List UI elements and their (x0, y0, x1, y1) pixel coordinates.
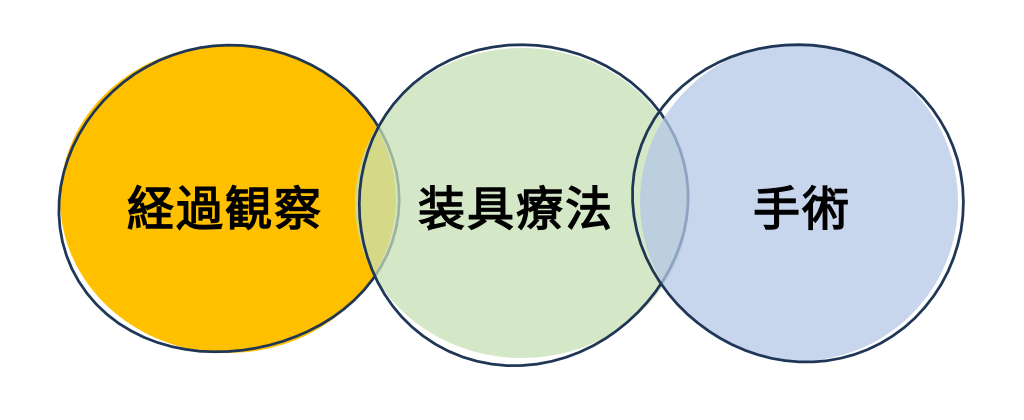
circle-group-observation (57, 43, 401, 354)
brace-therapy-circle-outline (357, 43, 690, 367)
brace-therapy-circle-fill (355, 48, 689, 358)
observation-circle-fill (60, 45, 396, 353)
surgery-circle-outline (631, 43, 965, 364)
circle-group-brace-therapy (355, 43, 690, 367)
circle-label-brace-therapy: 装具療法 (418, 182, 614, 236)
surgery-circle-fill (640, 43, 958, 361)
circle-label-surgery: 手術 (753, 182, 851, 236)
circle-group-surgery (631, 43, 965, 364)
circle-label-observation: 経過観察 (127, 182, 323, 236)
observation-circle-outline (57, 43, 401, 354)
